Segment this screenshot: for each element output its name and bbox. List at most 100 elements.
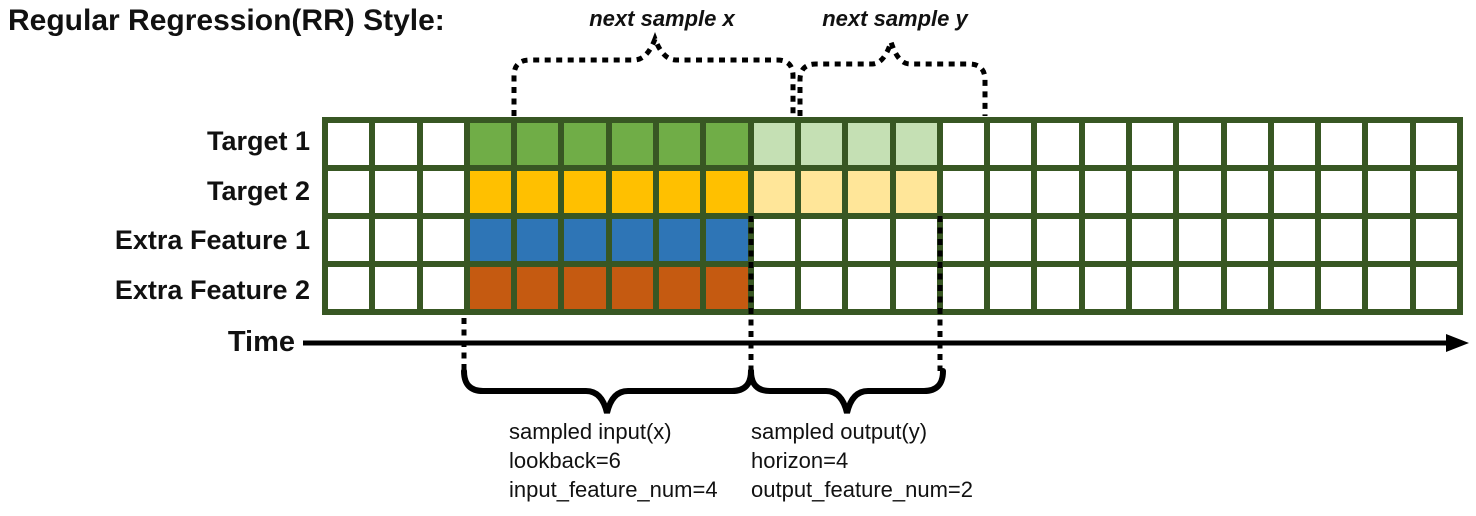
grid-cell [328,219,370,261]
grid-cell [1037,171,1079,213]
next-sample-x-brace [511,31,796,116]
grid-cell [564,219,606,261]
grid-cell [895,123,937,165]
page-title: Regular Regression(RR) Style: [8,4,445,37]
grid-cell [1131,219,1174,261]
grid-cell [564,267,606,309]
grid-cell [328,267,370,309]
grid-cell [469,171,512,213]
grid-cell [1368,123,1410,165]
grid-cell [1273,123,1316,165]
grid-cell [1084,123,1126,165]
grid-cell [1179,171,1221,213]
grid-cell [1415,171,1457,213]
grid-cell [517,267,559,309]
grid-cell [990,123,1032,165]
row-label: Target 2 [206,175,310,206]
grid-cell [753,123,795,165]
grid-cell [659,171,701,213]
grid-cell [800,219,843,261]
sampled-output-caption: sampled output(y) horizon=4 output_featu… [751,417,973,504]
grid-cell [942,219,985,261]
grid-cell [895,267,937,309]
grid-cell [517,219,559,261]
time-axis-label: Time [227,326,295,358]
grid-cell [375,123,417,165]
grid-cell [1226,219,1268,261]
grid-cell [1037,267,1079,309]
grid-cell [659,219,701,261]
time-axis-arrowhead [1446,334,1469,352]
grid-cell [1037,219,1079,261]
grid-cell [990,171,1032,213]
grid-cell [1273,171,1316,213]
grid-cell [1179,123,1221,165]
grid-cell [990,267,1032,309]
grid-cell [1084,219,1126,261]
grid-cell [706,219,748,261]
grid-cell [328,171,370,213]
grid-cell [469,123,512,165]
grid-cell [800,267,843,309]
grid-cell [1179,267,1221,309]
grid-cell [800,171,843,213]
grid-cell [990,219,1032,261]
grid-cell [564,123,606,165]
grid-cell [375,219,417,261]
grid-cell [659,267,701,309]
row-label: Target 1 [206,126,310,157]
grid-cell [375,267,417,309]
grid-cell [1415,219,1457,261]
grid-cell [706,267,748,309]
grid-cell [848,123,890,165]
grid-cell [942,267,985,309]
grid-cell [422,219,464,261]
grid-cell [611,123,654,165]
grid-cell [611,267,654,309]
grid-cell [611,219,654,261]
row-label: Extra Feature 1 [114,225,310,256]
grid-cell [848,267,890,309]
grid-cell [1179,219,1221,261]
grid-cell [1321,219,1363,261]
grid-cell [517,123,559,165]
sampled-output-brace [748,368,946,414]
grid-cell [800,123,843,165]
input-feature-num-line: input_feature_num=4 [509,477,718,502]
grid-cell [706,123,748,165]
grid-cell [1273,267,1316,309]
grid-cell [1368,219,1410,261]
grid-cell [1131,171,1174,213]
grid-cell [848,219,890,261]
grid-cell [564,171,606,213]
grid-cell [753,267,795,309]
grid-cell [1415,267,1457,309]
grid-cell [659,123,701,165]
grid-cell [1037,123,1079,165]
grid-cell [895,219,937,261]
sampled-input-brace [461,368,754,414]
grid-cell [848,171,890,213]
horizon-line: horizon=4 [751,448,849,473]
sample-grid [322,117,1463,315]
grid-cell [753,171,795,213]
grid-cell [1368,267,1410,309]
grid-cell [611,171,654,213]
grid-cell [1415,123,1457,165]
grid-cell [1226,267,1268,309]
grid-cell [1273,219,1316,261]
grid-cell [1321,123,1363,165]
grid-cell [422,123,464,165]
grid-cell [469,219,512,261]
next-sample-y-brace [797,33,988,116]
grid-cell [753,219,795,261]
output-feature-num-line: output_feature_num=2 [751,477,974,502]
next-sample-x-label: next sample x [589,6,735,31]
grid-cell [895,171,937,213]
grid-cell [1131,267,1174,309]
grid-cell [422,171,464,213]
grid-cell [422,267,464,309]
grid-cell [1321,171,1363,213]
grid-cell [1321,267,1363,309]
